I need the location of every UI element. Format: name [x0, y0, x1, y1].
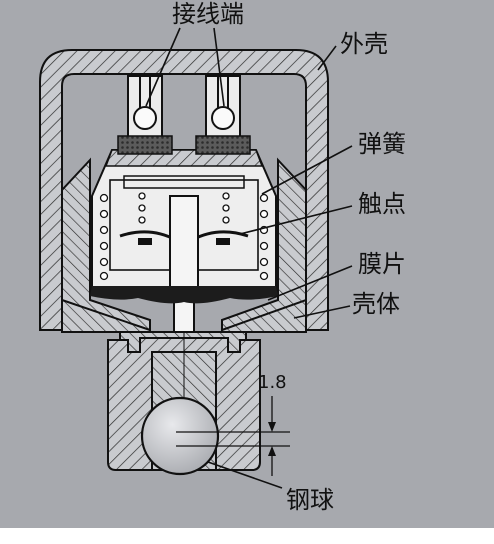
- springs: [99, 192, 269, 281]
- leader-lines: [145, 27, 353, 489]
- label-outer-shell: 外壳: [340, 30, 388, 58]
- label-terminal: 接线端: [172, 0, 244, 28]
- steel-ball: [140, 396, 220, 476]
- contacts: [119, 195, 249, 333]
- dimension-label: 1.8: [258, 372, 287, 393]
- label-diaphragm: 膜片: [358, 250, 406, 278]
- dimension-1-8: 1.8: [176, 372, 290, 476]
- label-housing: 壳体: [352, 290, 400, 318]
- label-spring: 弹簧: [358, 130, 406, 158]
- label-steel-ball: 钢球: [286, 486, 334, 514]
- terminals: [117, 75, 251, 155]
- label-contact: 触点: [358, 190, 406, 218]
- diaphragm: [90, 286, 278, 304]
